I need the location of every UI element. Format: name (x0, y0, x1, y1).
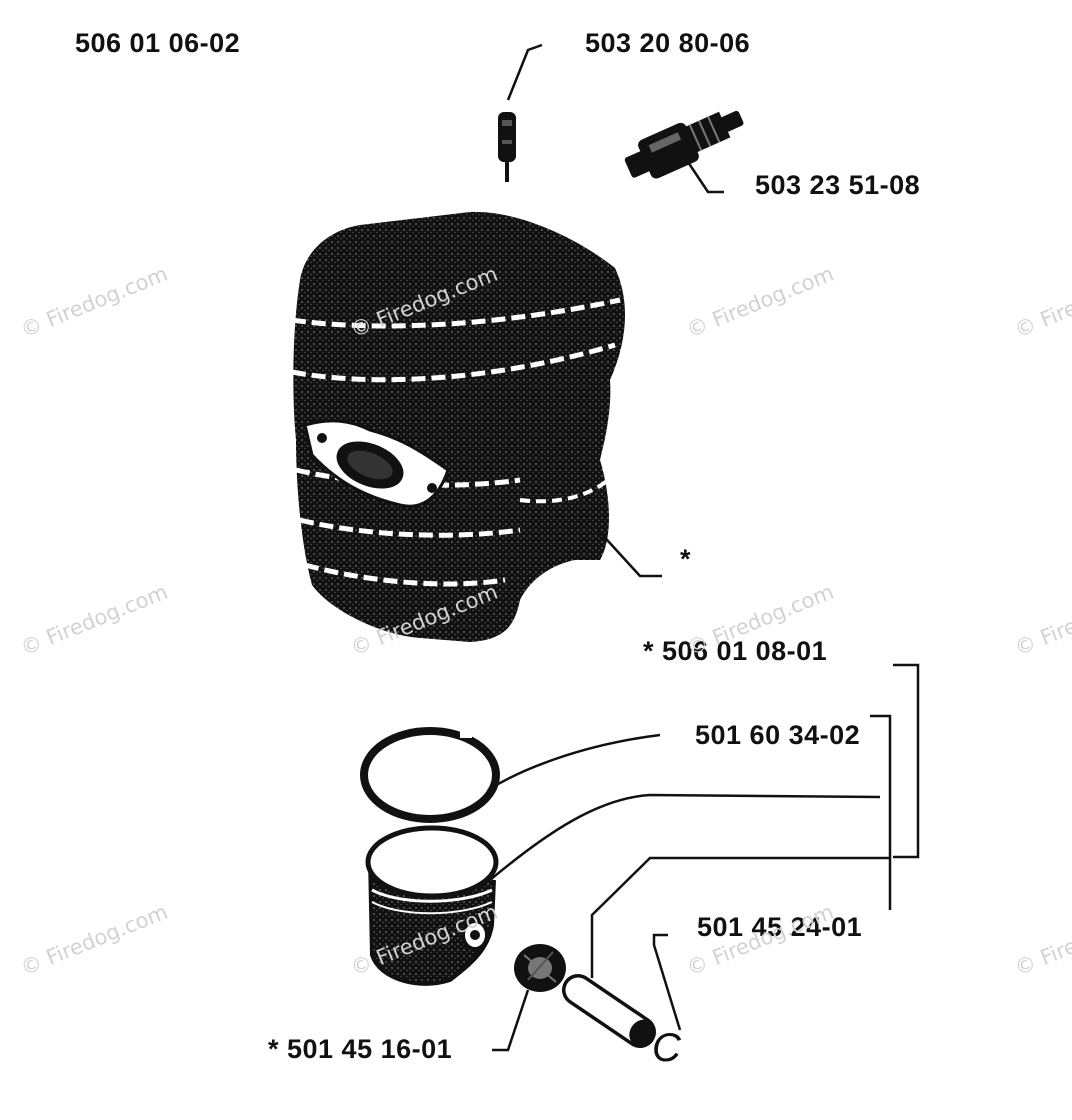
leader-circlip (652, 933, 682, 1031)
piston-drawing (365, 825, 499, 986)
leader-spark-plug (686, 161, 724, 194)
spark-plug-drawing (624, 110, 744, 179)
leader-piston-ring (487, 733, 661, 792)
leader-gasket (597, 529, 662, 578)
part-number-decompression-valve: 503 20 80-06 (585, 28, 751, 58)
leader-decompression-valve (506, 43, 543, 101)
leader-piston (489, 793, 881, 881)
leader-piston-pin (590, 856, 890, 978)
gasket-marker: * (680, 544, 692, 574)
circlip-drawing: C (652, 1026, 682, 1070)
part-number-kit: * 506 01 08-01 (643, 636, 828, 666)
part-number-piston-ring: 501 60 34-02 (695, 720, 861, 750)
part-number-cylinder: 506 01 06-02 (75, 28, 241, 58)
kit-bracket-inner (870, 714, 892, 910)
part-number-needle-bearing: * 501 45 16-01 (268, 1034, 453, 1064)
kit-bracket-outer (893, 663, 920, 859)
piston-ring-drawing (360, 724, 500, 823)
part-number-spark-plug: 503 23 51-08 (755, 170, 921, 200)
leader-needle-bearing (492, 989, 530, 1052)
part-number-circlip: 501 45 24-01 (697, 912, 863, 942)
decompression-valve-drawing (498, 112, 516, 182)
piston-pin-drawing (562, 974, 656, 1048)
needle-bearing-drawing (514, 944, 566, 992)
cylinder-drawing (291, 211, 626, 642)
